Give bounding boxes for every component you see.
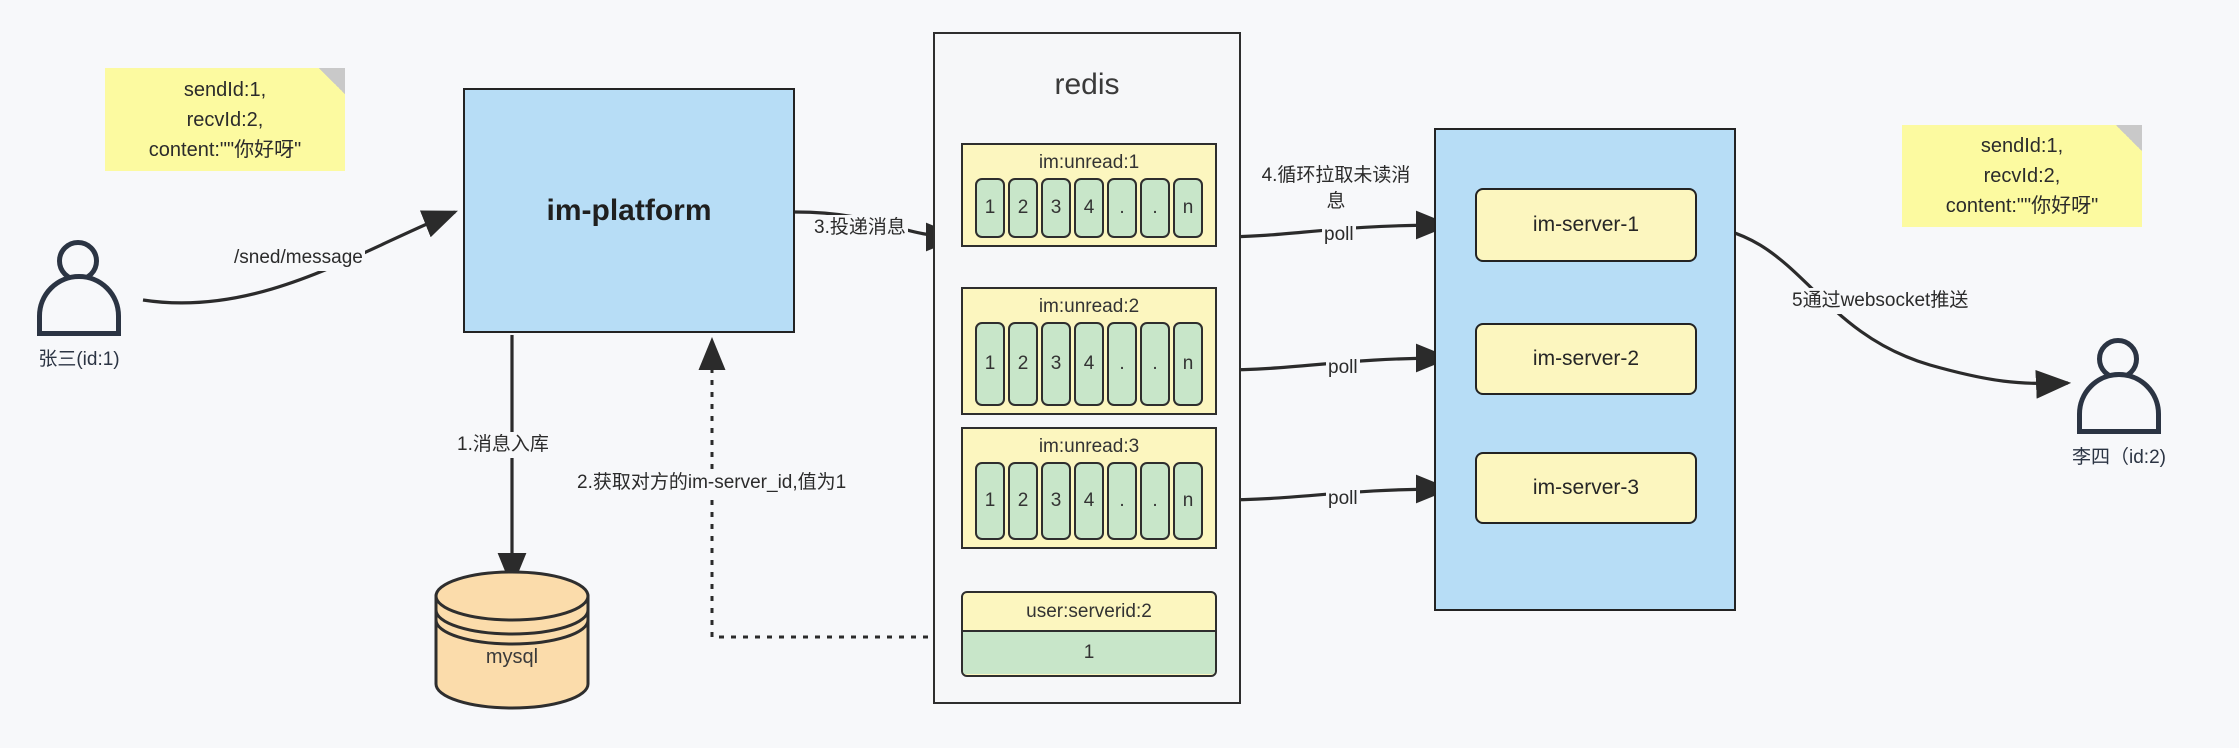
queue-cell[interactable]: .: [1107, 462, 1137, 540]
redis-queue-3-cells: 1 2 3 4 . . n: [963, 462, 1215, 540]
im-server-3-label: im-server-3: [1532, 476, 1640, 499]
queue-cell[interactable]: 4: [1074, 462, 1104, 540]
database-icon: [434, 570, 590, 710]
note-sender-payload: sendId:1, recvId:2, content:""你好呀": [105, 68, 345, 171]
edge-label-poll-2: poll: [1326, 355, 1360, 381]
im-server-1-label: im-server-1: [1532, 213, 1640, 236]
mysql-database[interactable]: mysql: [432, 570, 592, 710]
actor-sender-label: 张三(id:1): [38, 349, 120, 370]
redis-queue-2-cells: 1 2 3 4 . . n: [963, 322, 1215, 406]
queue-cell[interactable]: 3: [1041, 462, 1071, 540]
queue-cell[interactable]: 1: [975, 322, 1005, 406]
im-server-2-label: im-server-2: [1532, 347, 1640, 370]
queue-cell[interactable]: .: [1107, 178, 1137, 238]
person-icon: [2075, 338, 2163, 434]
queue-cell[interactable]: 2: [1008, 462, 1038, 540]
queue-cell[interactable]: 3: [1041, 178, 1071, 238]
queue-cell[interactable]: n: [1173, 322, 1203, 406]
edge-label-step5: 5通过websocket推送: [1790, 288, 1971, 314]
redis-queue-1-cells: 1 2 3 4 . . n: [963, 178, 1215, 238]
edge-label-step3: 3.投递消息: [812, 215, 908, 241]
edge-label-step4: 4.循环拉取未读消息: [1258, 163, 1414, 215]
queue-cell[interactable]: 2: [1008, 178, 1038, 238]
queue-cell[interactable]: n: [1173, 462, 1203, 540]
note-receiver-text: sendId:1, recvId:2, content:""你好呀": [1945, 135, 2099, 217]
edge-label-poll-3: poll: [1326, 486, 1360, 512]
queue-cell[interactable]: .: [1140, 178, 1170, 238]
im-platform-box[interactable]: im-platform: [463, 88, 795, 333]
redis-queue-2-key: im:unread:2: [1038, 296, 1140, 317]
actor-receiver[interactable]: 李四（id:2): [2072, 338, 2166, 469]
mysql-label: mysql: [485, 646, 539, 668]
person-body-icon: [2076, 372, 2161, 434]
note-sender-text: sendId:1, recvId:2, content:""你好呀": [148, 78, 302, 161]
redis-queue-3-key: im:unread:3: [1038, 436, 1140, 457]
edge-label-send-message: /sned/message: [232, 245, 365, 271]
edge-label-step2: 2.获取对方的im-server_id,值为1: [575, 470, 849, 496]
person-body-icon: [37, 274, 121, 336]
queue-cell[interactable]: 2: [1008, 322, 1038, 406]
redis-title: redis: [1054, 68, 1120, 101]
queue-cell[interactable]: .: [1140, 322, 1170, 406]
note-receiver-payload: sendId:1, recvId:2, content:""你好呀": [1902, 125, 2142, 227]
queue-cell[interactable]: .: [1107, 322, 1137, 406]
redis-kv-user-serverid[interactable]: user:serverid:2 1: [961, 591, 1217, 677]
queue-cell[interactable]: 3: [1041, 322, 1071, 406]
edge-label-poll-1: poll: [1322, 222, 1356, 248]
actor-sender[interactable]: 张三(id:1): [35, 240, 123, 371]
note-fold-icon: [319, 68, 345, 94]
queue-cell[interactable]: .: [1140, 462, 1170, 540]
im-server-3-box[interactable]: im-server-3: [1475, 452, 1697, 524]
queue-cell[interactable]: 4: [1074, 322, 1104, 406]
redis-queue-im-unread-3[interactable]: im:unread:3 1 2 3 4 . . n: [961, 427, 1217, 549]
queue-cell[interactable]: 4: [1074, 178, 1104, 238]
edge-label-step1: 1.消息入库: [455, 432, 551, 458]
redis-kv-value: 1: [963, 630, 1215, 674]
redis-queue-1-key: im:unread:1: [1038, 152, 1140, 173]
queue-cell[interactable]: 1: [975, 462, 1005, 540]
person-icon: [35, 240, 123, 336]
actor-receiver-label: 李四（id:2): [2072, 447, 2166, 468]
queue-cell[interactable]: n: [1173, 178, 1203, 238]
redis-queue-im-unread-1[interactable]: im:unread:1 1 2 3 4 . . n: [961, 143, 1217, 247]
im-server-1-box[interactable]: im-server-1: [1475, 188, 1697, 262]
queue-cell[interactable]: 1: [975, 178, 1005, 238]
redis-queue-im-unread-2[interactable]: im:unread:2 1 2 3 4 . . n: [961, 287, 1217, 415]
note-fold-icon: [2116, 125, 2142, 151]
im-platform-label: im-platform: [546, 193, 712, 227]
im-server-2-box[interactable]: im-server-2: [1475, 323, 1697, 395]
redis-kv-key: user:serverid:2: [1026, 601, 1152, 622]
